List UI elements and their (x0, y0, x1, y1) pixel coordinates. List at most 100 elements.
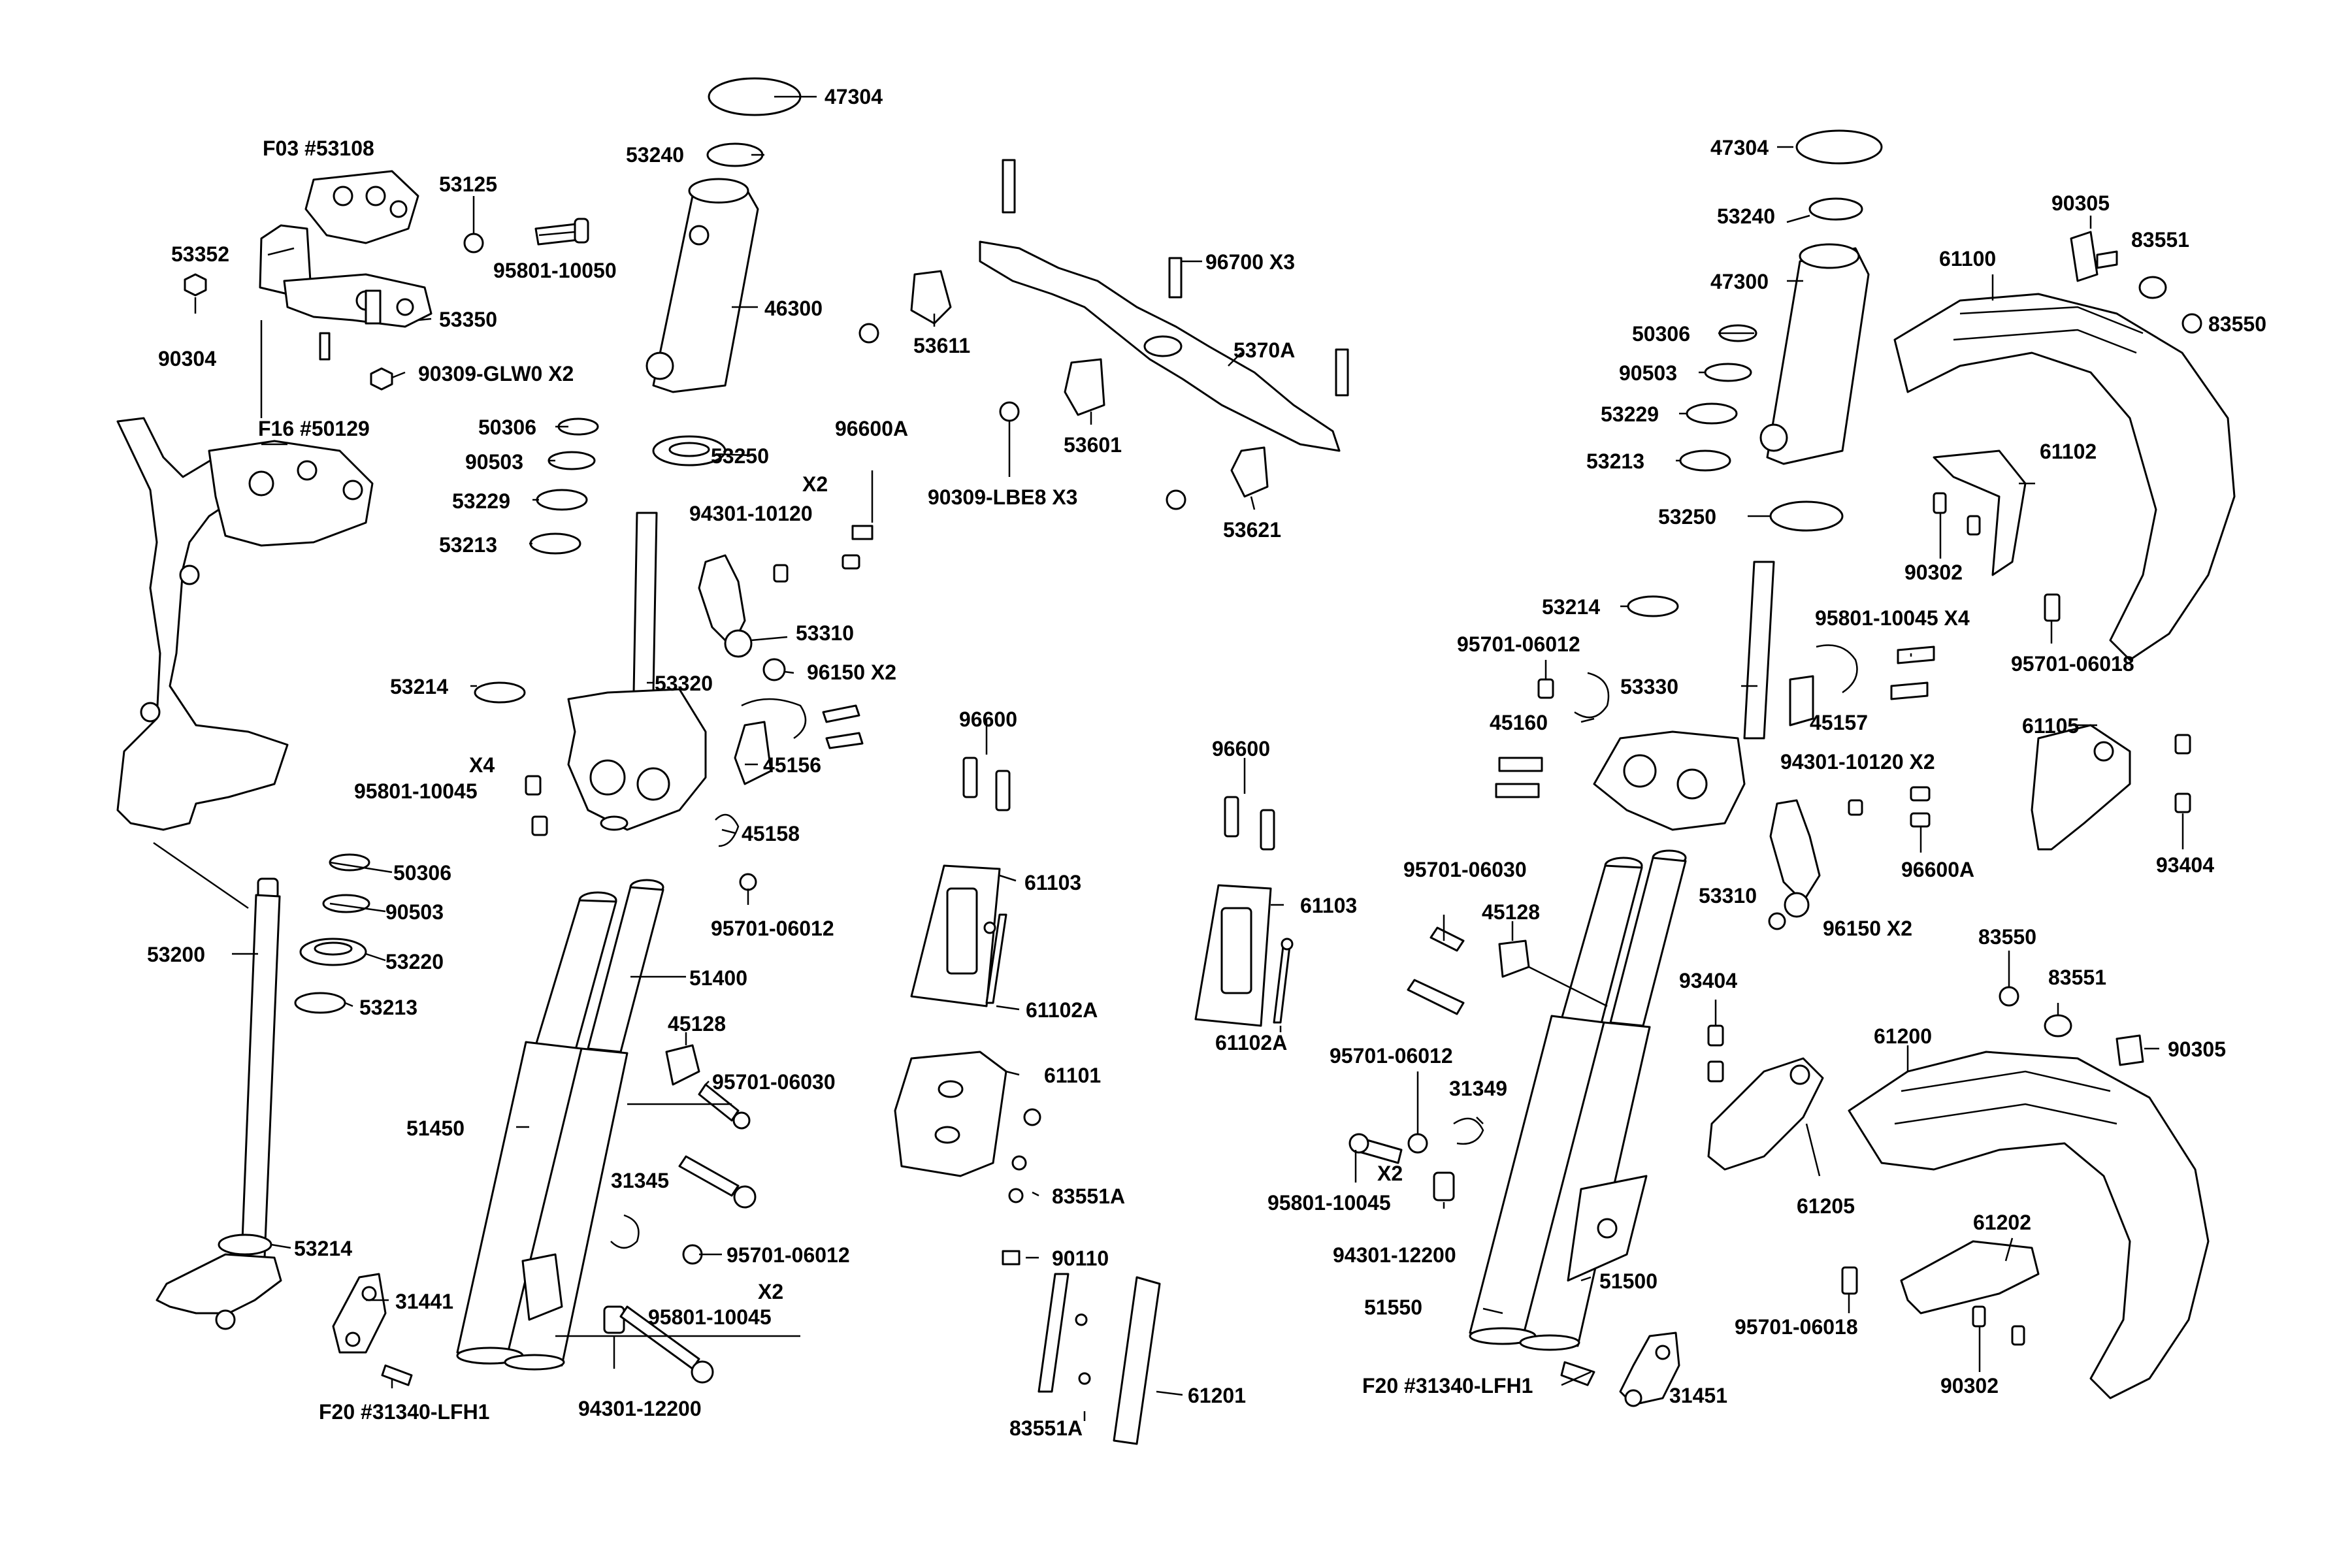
part-label: 51550 (1364, 1296, 1422, 1319)
part-label: 61201 (1188, 1384, 1246, 1407)
steering-stem-53320 (567, 512, 707, 831)
part-label: 95701-06012 (711, 917, 834, 940)
part-label: 90305 (2168, 1037, 2226, 1061)
steering-stem-53330 (1593, 561, 1775, 831)
part-label: 53611 (913, 334, 970, 357)
bolt-96600A (851, 525, 874, 540)
nut-83550-lower (1999, 986, 2019, 1007)
part-label: 90305 (2051, 191, 2110, 215)
part-label: 83550 (1978, 925, 2036, 949)
part-label: 96600A (1901, 858, 1974, 881)
part-label: 5370A (1233, 338, 1295, 362)
part-label: 90503 (465, 450, 523, 474)
part-labels: 47304 53240 46300 53250 F03 #53108 53125… (147, 85, 2266, 1440)
part-label: 95801-10050 (493, 259, 617, 282)
caliper-bracket-31451 (1560, 1331, 1680, 1407)
spacers-94301-10120-right (1848, 786, 1931, 828)
cover-61101 (894, 1051, 1007, 1177)
part-label: 47304 (1710, 136, 1769, 159)
part-label: 31441 (395, 1290, 453, 1313)
clamp-45157 (1789, 644, 1935, 727)
part-label: 51400 (689, 966, 747, 990)
clip-90305-lower (2115, 1034, 2144, 1066)
part-label: 53350 (439, 308, 497, 331)
seal-53214-low (218, 1233, 272, 1256)
bolt-95701-06012-fork-right (1407, 1133, 1428, 1154)
part-label: 53213 (439, 533, 497, 557)
part-label: 53229 (452, 489, 510, 513)
part-label: 31345 (611, 1169, 669, 1192)
part-label: 45128 (1482, 900, 1540, 924)
handlebar-5370A (979, 240, 1341, 452)
part-label: 53214 (1542, 595, 1600, 619)
part-label: 53310 (796, 621, 854, 645)
part-label: X2 (1377, 1162, 1403, 1185)
part-label: 95701-06030 (1403, 858, 1527, 881)
nut-83550-upper (2181, 313, 2202, 334)
part-label: 90302 (1904, 561, 1963, 584)
bolt-93404-upper (2174, 734, 2191, 813)
part-label: 46300 (764, 297, 823, 320)
steering-stem-53200 (155, 877, 282, 1330)
part-label: 95801-10045 (648, 1305, 772, 1329)
part-label: 53330 (1620, 675, 1678, 698)
bolt-95701-06030-right (1407, 979, 1465, 1015)
nut-90309 (370, 367, 393, 391)
part-label: 53200 (147, 943, 205, 966)
part-label: 83550 (2208, 312, 2266, 336)
washer-53125 (463, 233, 484, 253)
part-label: 90503 (385, 900, 444, 924)
caliper-bracket-31441 (332, 1273, 413, 1386)
part-label: 31451 (1669, 1384, 1727, 1407)
holder-53601 (999, 358, 1105, 422)
bolt-long-left (678, 1155, 757, 1209)
bracket-61205 (1707, 1057, 1824, 1171)
part-label: 61101 (1044, 1064, 1101, 1087)
part-label: 61103 (1024, 871, 1081, 894)
fender-61200 (1848, 1051, 2210, 1399)
part-label: 45157 (1810, 711, 1868, 734)
part-label: 94301-12200 (578, 1397, 702, 1420)
clamp-45156 (734, 698, 864, 785)
part-label: 95801-10045 (354, 779, 478, 803)
part-label: 50306 (1632, 322, 1690, 346)
part-label: 53250 (1658, 505, 1716, 529)
clip-31345 (610, 1214, 640, 1249)
holder-53611 (858, 270, 952, 344)
part-label: 90110 (1052, 1247, 1109, 1270)
part-label: 61103 (1300, 894, 1357, 917)
bolt-axle-lower (619, 1305, 714, 1384)
part-label: 53320 (655, 672, 713, 695)
bolt-61102A-right (1273, 938, 1294, 1024)
part-label: 53621 (1223, 518, 1281, 542)
spacer-94301-12200-right (1433, 1171, 1455, 1201)
part-label: 95801-10045 (1267, 1191, 1391, 1215)
part-label: 96600 (1212, 737, 1270, 760)
part-label: X2 (802, 472, 828, 496)
bolt-95701-06012-mid (739, 873, 757, 891)
bolts-95801-10045-left (525, 775, 548, 836)
bolt-96700 (1002, 159, 1349, 397)
part-label: 96150 X2 (1823, 917, 1912, 940)
part-label: 47300 (1710, 270, 1769, 293)
part-label: 45160 (1490, 711, 1548, 734)
nut-83551-lower (2044, 1014, 2072, 1037)
bolts-90302-lower (1972, 1305, 2025, 1346)
part-label: 90503 (1619, 361, 1677, 385)
part-label: 83551 (2048, 966, 2106, 989)
fork-tubes-left (456, 879, 664, 1371)
bolt-93404-lower (1707, 1024, 1724, 1083)
clip-45158 (715, 813, 740, 847)
bolt-95701-06018-lower (1841, 1266, 1858, 1295)
part-label: X4 (469, 753, 495, 777)
part-label: 53214 (294, 1237, 352, 1260)
seal-53214-mid (474, 681, 526, 704)
part-label: 95801-10045 X4 (1815, 606, 1970, 630)
part-label: 95701-06012 (727, 1243, 850, 1267)
part-label: 53125 (439, 172, 497, 196)
part-label: 45158 (742, 822, 800, 845)
bracket-53310-right (1768, 799, 1821, 930)
bracket-61202 (1900, 1240, 2040, 1315)
part-label: 90309-LBE8 X3 (928, 485, 1077, 509)
